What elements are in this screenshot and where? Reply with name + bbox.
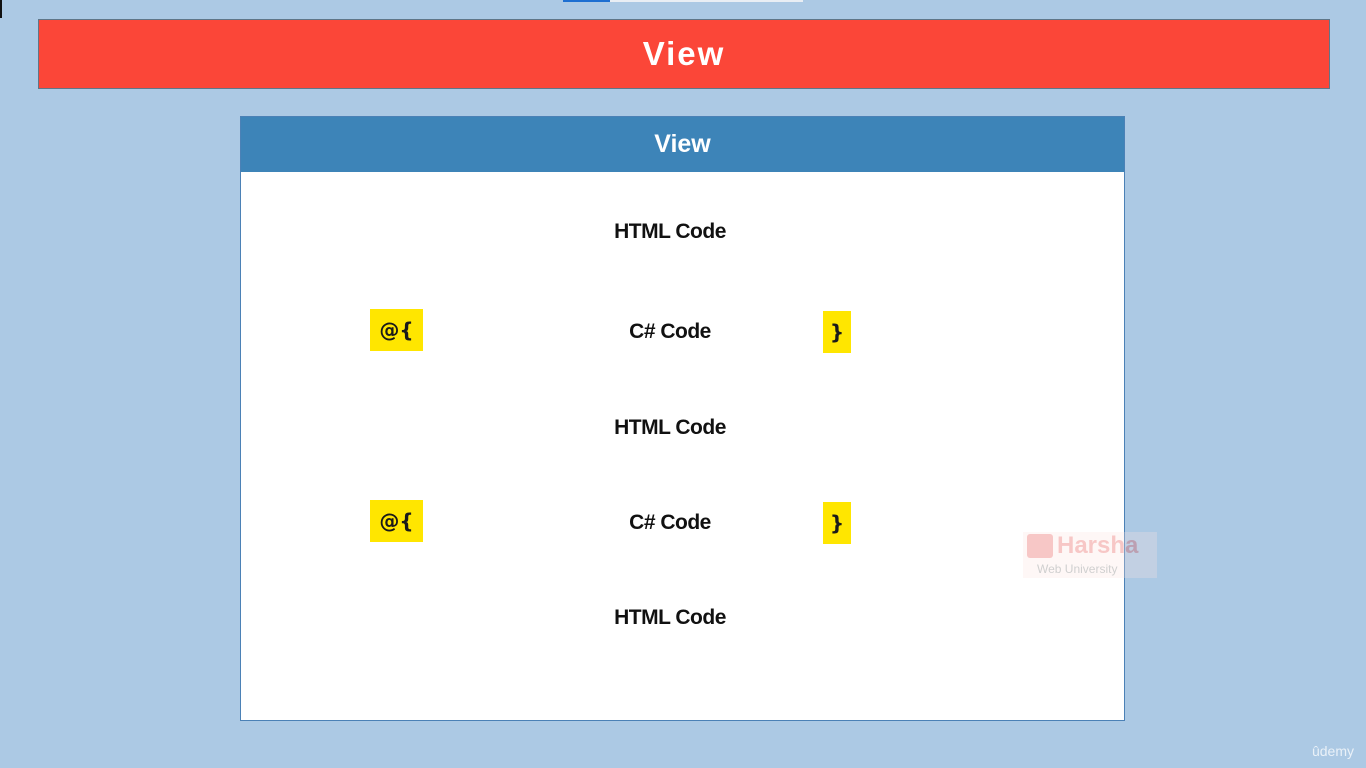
csharp-code-row-1: @{ C# Code } <box>241 309 1124 355</box>
view-panel-title: View <box>654 130 711 158</box>
csharp-code-row-2: @{ C# Code } <box>241 500 1124 546</box>
razor-close-marker: } <box>823 311 851 353</box>
html-code-row-1: HTML Code <box>241 209 1124 255</box>
watermark-subtitle: Web University <box>1037 562 1118 576</box>
html-code-label: HTML Code <box>614 220 726 243</box>
video-progress-bar[interactable] <box>563 0 803 2</box>
html-code-row-3: HTML Code <box>241 595 1124 641</box>
razor-open-marker: @{ <box>370 309 423 351</box>
harsha-logo-icon <box>1027 534 1053 558</box>
video-progress-fill <box>563 0 610 2</box>
udemy-logo: ûdemy <box>1311 743 1354 759</box>
csharp-code-label: C# Code <box>629 511 711 534</box>
watermark-name: Harsha <box>1057 532 1139 559</box>
view-panel: View HTML Code @{ C# Code } HTML Code @{… <box>240 116 1125 721</box>
text-cursor <box>0 0 2 18</box>
html-code-row-2: HTML Code <box>241 405 1124 451</box>
razor-open-marker: @{ <box>370 500 423 542</box>
slide-title: View <box>642 35 726 72</box>
html-code-label: HTML Code <box>614 416 726 439</box>
slide-title-bar: View <box>38 19 1330 89</box>
razor-close-marker: } <box>823 502 851 544</box>
view-panel-header: View <box>241 117 1124 172</box>
html-code-label: HTML Code <box>614 606 726 629</box>
csharp-code-label: C# Code <box>629 320 711 343</box>
harsha-watermark: Harsha Web University <box>1023 532 1157 578</box>
